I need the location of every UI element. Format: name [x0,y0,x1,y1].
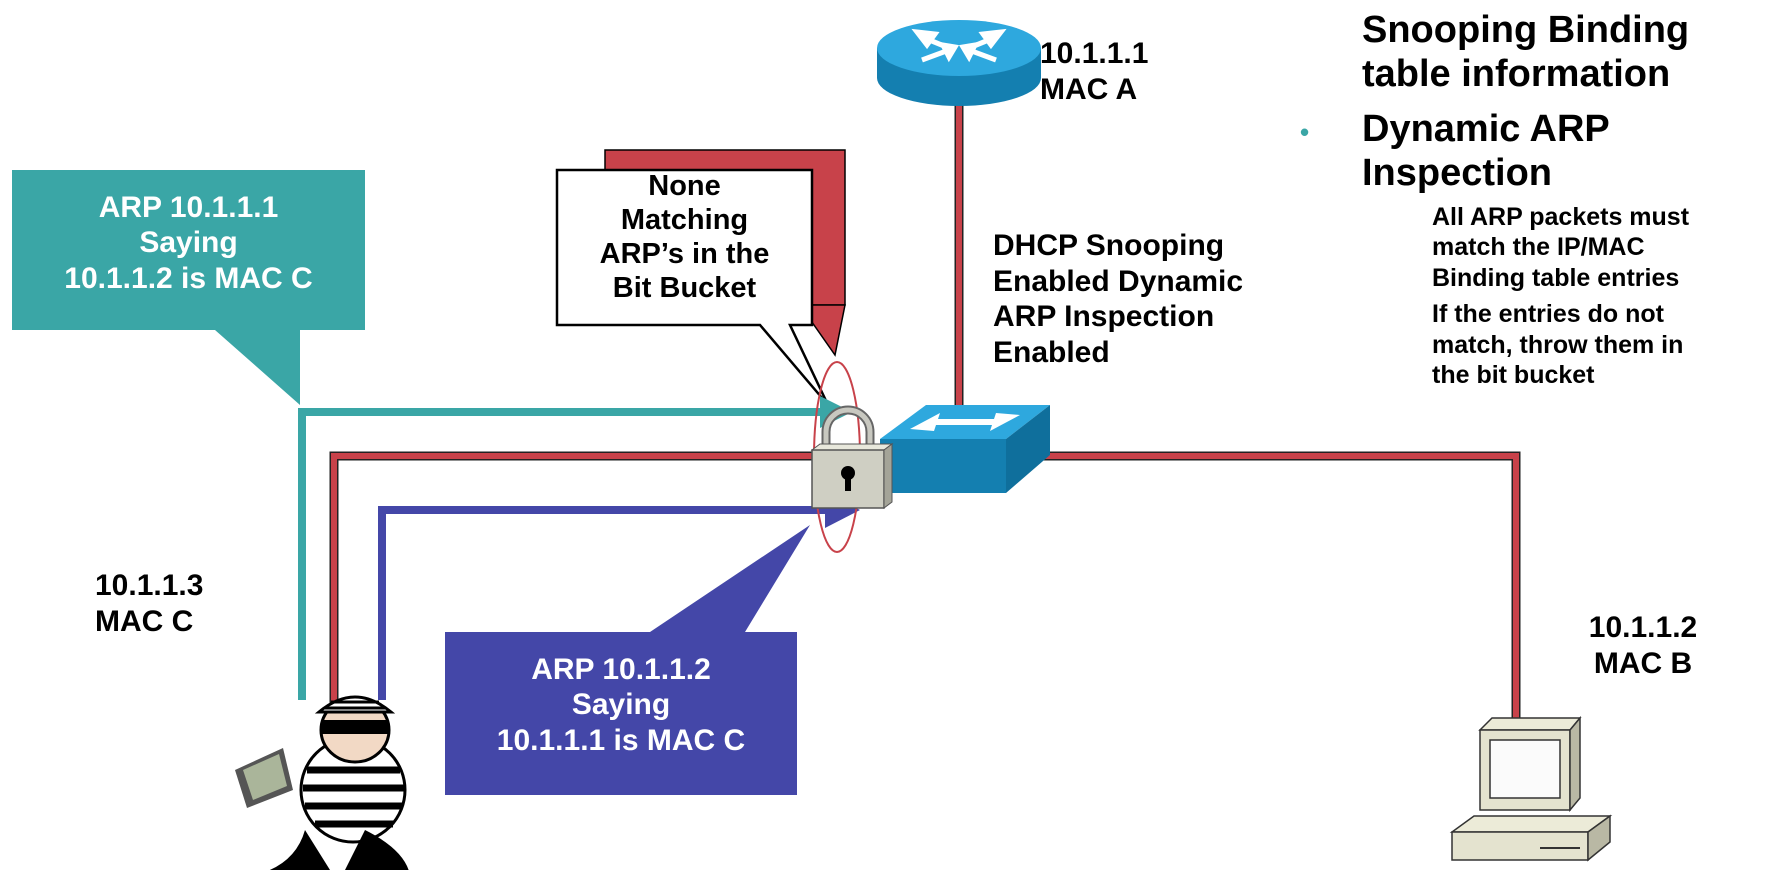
sub-bullet-line: match, throw them in [1432,330,1684,359]
switch-label-line: ARP Inspection [993,300,1215,334]
bullet-line: Dynamic ARP [1362,107,1610,150]
pc-icon [1449,715,1613,862]
bullet-list: Snooping Binding table information • Dyn… [1300,8,1770,391]
switch-icon [880,405,1050,493]
bullet-line: Snooping Binding [1362,9,1690,51]
bit-bucket-bubble [555,168,830,406]
switch-label-line: Enabled [993,336,1110,370]
router-label: 10.1.1.1 MAC A [1040,36,1148,108]
sub-bullet: All ARP packets must match the IP/MAC Bi… [1432,202,1770,294]
callout-top: ARP 10.1.1.1 Saying 10.1.1.2 is MAC C [12,190,365,296]
sub-bullet-line: All ARP packets must [1432,202,1690,231]
callout-bottom-line: 10.1.1.1 is MAC C [496,723,746,757]
callout-top-shape [12,170,365,405]
attacker-mac: MAC C [95,605,194,638]
callout-bottom-line: ARP 10.1.1.2 [531,653,711,686]
bullet-item: Snooping Binding table information [1362,8,1770,97]
bullet-item: • Dynamic ARP Inspection [1300,107,1770,196]
sub-bullet: If the entries do not match, throw them … [1432,299,1770,391]
switch-label-line: DHCP Snooping [993,229,1225,262]
callout-bottom: ARP 10.1.1.2 Saying 10.1.1.1 is MAC C [445,652,797,758]
callout-top-line: 10.1.1.2 is MAC C [64,261,313,295]
callout-bottom-line: Saying [571,688,671,722]
victim-mac: MAC B [1593,647,1693,680]
router-mac: MAC A [1040,73,1138,106]
bullet-dot-icon: • [1300,116,1310,147]
bit-bucket-text: None Matching ARP’s in the Bit Bucket [557,170,812,306]
sub-bullet-line: If the entries do not [1432,300,1664,329]
attacker-label: 10.1.1.3 MAC C [95,568,203,640]
bullet-line: table information [1362,53,1671,96]
bit-bucket-line: Bit Bucket [612,271,757,304]
callout-bottom-shape [445,525,810,795]
router-ip: 10.1.1.1 [1040,37,1149,70]
sub-bullet-line: match the IP/MAC [1432,233,1645,262]
bit-bucket-line: None [648,170,721,202]
switch-label: DHCP Snooping Enabled Dynamic ARP Inspec… [993,228,1243,371]
attacker-ip: 10.1.1.3 [95,569,204,602]
sub-bullet-line: the bit bucket [1432,361,1595,390]
padlock-icon [810,405,894,509]
victim-label: 10.1.1.2 MAC B [1578,610,1708,682]
switch-label-line: Enabled Dynamic [993,264,1244,298]
victim-ip: 10.1.1.2 [1588,611,1698,644]
bit-bucket-line: ARP’s in the [599,237,770,270]
bit-bucket-line: Matching [620,203,749,236]
sub-bullet-line: Binding table entries [1432,263,1680,292]
bullet-line: Inspection [1362,152,1553,195]
callout-top-line: ARP 10.1.1.1 [98,191,279,224]
callout-top-line: Saying [139,226,238,260]
attacker-icon [235,695,409,870]
router-icon [877,20,1041,106]
